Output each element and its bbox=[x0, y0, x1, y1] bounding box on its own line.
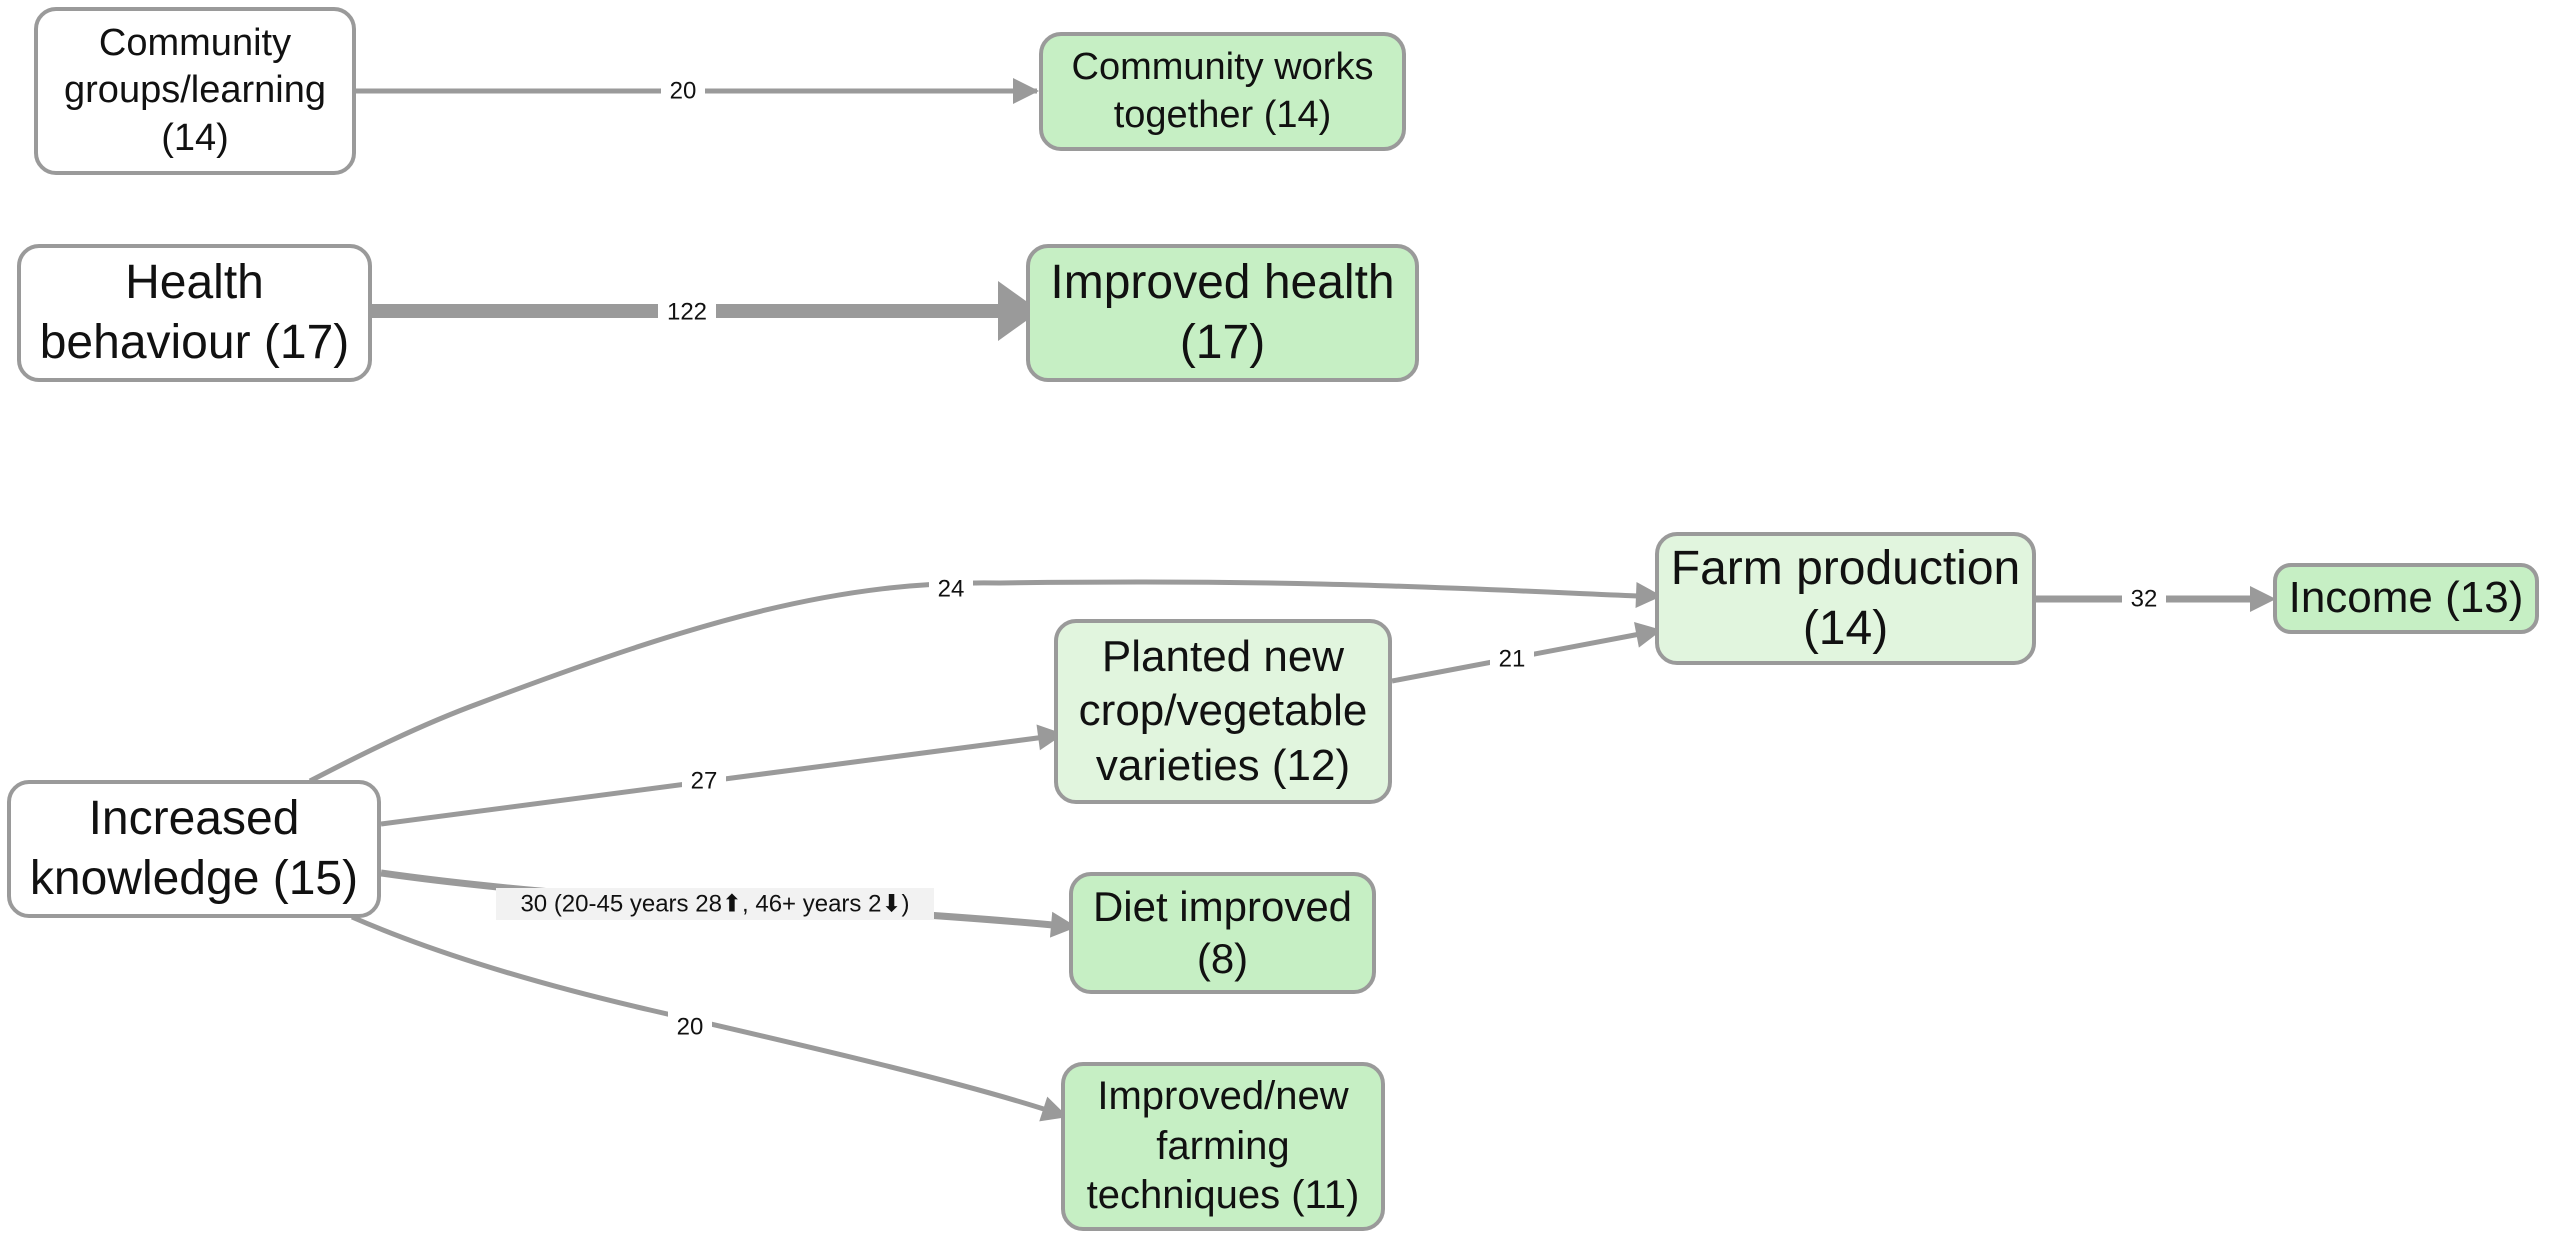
edge-label-background bbox=[658, 296, 716, 328]
arrowhead bbox=[1013, 78, 1039, 104]
edge-line bbox=[308, 579, 1639, 784]
arrowhead bbox=[1049, 911, 1077, 938]
node-improved-new-farming-techniques[interactable]: Improved/new farming techniques (11) bbox=[1061, 1062, 1385, 1231]
arrowhead bbox=[1036, 724, 1064, 751]
node-increased-knowledge[interactable]: Increased knowledge (15) bbox=[7, 780, 381, 918]
edge-community_groups-community_works: 20 bbox=[356, 75, 1039, 107]
edge-health_behaviour-improved_health: 122 bbox=[372, 281, 1040, 341]
edge-increased_knowledge-farm_production: 24 bbox=[308, 573, 1662, 784]
edge-label: 32 bbox=[2131, 586, 2158, 613]
arrowhead bbox=[998, 281, 1040, 341]
arrowhead bbox=[1635, 582, 1662, 609]
node-community-groups-learning[interactable]: Community groups/learning (14) bbox=[34, 7, 356, 175]
edge-label-background bbox=[668, 1011, 712, 1043]
node-community-works-together[interactable]: Community works together (14) bbox=[1039, 32, 1406, 151]
node-planted-new-crop-varieties[interactable]: Planted new crop/vegetable varieties (12… bbox=[1054, 619, 1392, 804]
arrowhead bbox=[2250, 586, 2276, 612]
edge-farm_production-income: 32 bbox=[2036, 583, 2276, 615]
arrowhead bbox=[1039, 1096, 1068, 1122]
edge-label-background bbox=[682, 765, 726, 797]
edge-label: 24 bbox=[938, 576, 965, 603]
edge-label-background bbox=[1490, 643, 1534, 675]
edge-label-background bbox=[2122, 583, 2166, 615]
edge-planted_new-farm_production: 21 bbox=[1391, 622, 1662, 684]
edge-label-background bbox=[496, 888, 934, 920]
edge-line bbox=[350, 914, 1051, 1114]
edge-increased_knowledge-improved_farming: 20 bbox=[350, 914, 1068, 1122]
node-farm-production[interactable]: Farm production (14) bbox=[1655, 532, 2036, 665]
node-income[interactable]: Income (13) bbox=[2273, 563, 2539, 634]
edge-label: 21 bbox=[1499, 646, 1526, 673]
edge-label: 30 (20-45 years 28⬆, 46+ years 2⬇) bbox=[520, 891, 909, 918]
node-improved-health[interactable]: Improved health (17) bbox=[1026, 244, 1419, 382]
edge-label: 20 bbox=[670, 78, 697, 105]
edge-label-background bbox=[929, 573, 973, 605]
node-health-behaviour[interactable]: Health behaviour (17) bbox=[17, 244, 372, 382]
node-diet-improved[interactable]: Diet improved (8) bbox=[1069, 872, 1376, 994]
edge-label: 122 bbox=[667, 299, 707, 326]
edge-label: 27 bbox=[691, 768, 718, 795]
edge-label-background bbox=[661, 75, 705, 107]
edge-increased_knowledge-diet_improved: 30 (20-45 years 28⬆, 46+ years 2⬇) bbox=[380, 869, 1077, 938]
edge-increased_knowledge-planted_new: 27 bbox=[380, 724, 1064, 827]
edge-label: 20 bbox=[677, 1014, 704, 1041]
